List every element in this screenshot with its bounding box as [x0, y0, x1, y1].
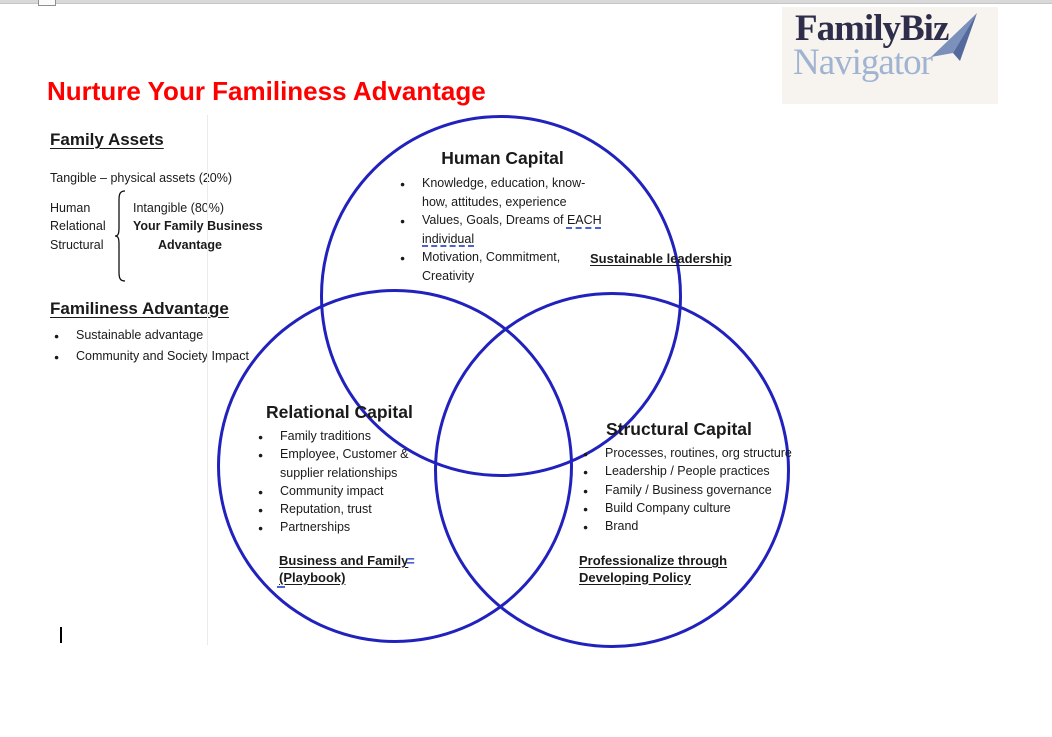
text-segment: Intangible (80%): [133, 201, 225, 215]
grammar-equals-mark: =: [406, 553, 415, 570]
intangible-line: Intangible (80%): [133, 199, 263, 217]
human-capital-list: Knowledge, education, know-how, attitude…: [396, 174, 602, 285]
text-segment: Developing Policy: [579, 569, 691, 585]
human-capital-bullet: Values, Goals, Dreams of EACH individual: [396, 211, 602, 248]
human-capital-bullet: Motivation, Commitment, Creativity: [396, 248, 602, 285]
text-segment: Build Company culture: [605, 500, 731, 515]
text-segment: Family / Business governance: [605, 482, 772, 497]
structural-note-line: Professionalize through: [579, 553, 727, 570]
relational-capital-bullet: Partnerships: [254, 518, 409, 539]
text-segment: Partnerships: [280, 520, 351, 535]
text-segment: Human: [50, 201, 91, 215]
textbox-boundary-line: [207, 115, 208, 645]
text-segment: Reputation, trust: [280, 502, 372, 517]
text-segment: Brand: [605, 519, 639, 534]
text-segment: supplier relationships: [280, 465, 398, 480]
structural-capital-bullet: Leadership / People practices: [579, 462, 792, 482]
text-segment: Motivation, Commitment,: [422, 250, 561, 264]
structural-capital-bullet: Processes, routines, org structure: [579, 444, 792, 464]
relational-note-line: Business and Family: [279, 553, 408, 570]
familiness-advantage-list: Sustainable advantageCommunity and Socie…: [50, 325, 249, 368]
page-title: Nurture Your Familiness Advantage: [47, 76, 486, 106]
logo-brand-bottom: Navigator: [793, 42, 933, 83]
text-segment: Community impact: [280, 483, 384, 498]
human-capital-bullet: Knowledge, education, know-how, attitude…: [396, 174, 602, 211]
text-segment: (Playbook): [279, 569, 346, 585]
text-segment: how, attitudes, experience: [422, 194, 567, 209]
curly-brace: [114, 190, 126, 282]
relational-capital-note: Business and Family(Playbook): [279, 553, 408, 586]
text-segment: Advantage: [158, 237, 222, 252]
text-segment: Knowledge, education, know-: [422, 176, 586, 190]
text-cursor[interactable]: [60, 627, 62, 643]
structural-capital-bullet: Brand: [579, 517, 792, 537]
text-segment: Structural: [50, 237, 104, 252]
structural-capital-title: Structural Capital: [606, 419, 752, 439]
text-segment: individual: [422, 231, 475, 246]
human-capital-note: Sustainable leadership: [590, 251, 732, 266]
asset-type-item: Relational: [50, 217, 106, 235]
window-tab-stub: [38, 0, 56, 6]
text-segment: Relational: [50, 219, 106, 234]
text-segment: Professionalize through: [579, 553, 728, 568]
arrow-icon: [931, 13, 977, 61]
grammar-mark: [277, 586, 285, 588]
human-capital-title: Human Capital: [441, 148, 564, 168]
relational-capital-bullet: Reputation, trust: [254, 500, 409, 520]
brand-logo: FamilyBiz Navigator: [782, 7, 998, 104]
structural-capital-list: Processes, routines, org structureLeader…: [579, 444, 792, 537]
relational-capital-bullet: Family traditions: [254, 427, 409, 447]
asset-type-item: Structural: [50, 236, 106, 254]
tangible-line: Tangible – physical assets (20%): [50, 171, 233, 185]
familiness-bullet: Sustainable advantage: [50, 325, 249, 347]
text-segment: Family traditions: [280, 429, 371, 443]
structural-capital-bullet: Build Company culture: [579, 499, 792, 519]
text-segment: Sustainable advantage: [76, 328, 204, 342]
relational-capital-bullet: Employee, Customer & supplier relationshi…: [254, 445, 409, 482]
familiness-bullet: Community and Society Impact: [50, 346, 249, 368]
text-segment: Employee, Customer &: [280, 447, 409, 462]
relational-capital-list: Family traditionsEmployee, Customer & sup…: [254, 427, 409, 539]
text-segment: Creativity: [422, 268, 475, 283]
text-segment: Leadership / People practices: [605, 464, 770, 479]
intangible-line: Your Family Business: [133, 217, 263, 235]
text-segment: Your Family Business: [133, 219, 263, 234]
logo-brand-top: FamilyBiz: [795, 8, 949, 49]
relational-capital-title: Relational Capital: [266, 402, 413, 422]
text-segment: Processes, routines, org structure: [605, 446, 792, 460]
relational-capital-bullet: Community impact: [254, 482, 409, 502]
text-segment: Community and Society Impact: [76, 349, 249, 363]
text-segment: EACH: [566, 213, 602, 227]
relational-note-line: (Playbook): [279, 570, 408, 587]
family-assets-heading: Family Assets: [50, 130, 164, 149]
text-segment: Values, Goals, Dreams of: [422, 213, 567, 227]
text-segment: Business and Family: [279, 553, 409, 568]
familiness-advantage-heading: Familiness Advantage: [50, 299, 229, 318]
structural-note-line: Developing Policy: [579, 570, 727, 587]
intangible-line: Advantage: [133, 236, 263, 254]
toolbar-edge: [0, 0, 1052, 4]
asset-type-item: Human: [50, 199, 106, 217]
structural-capital-bullet: Family / Business governance: [579, 481, 792, 501]
